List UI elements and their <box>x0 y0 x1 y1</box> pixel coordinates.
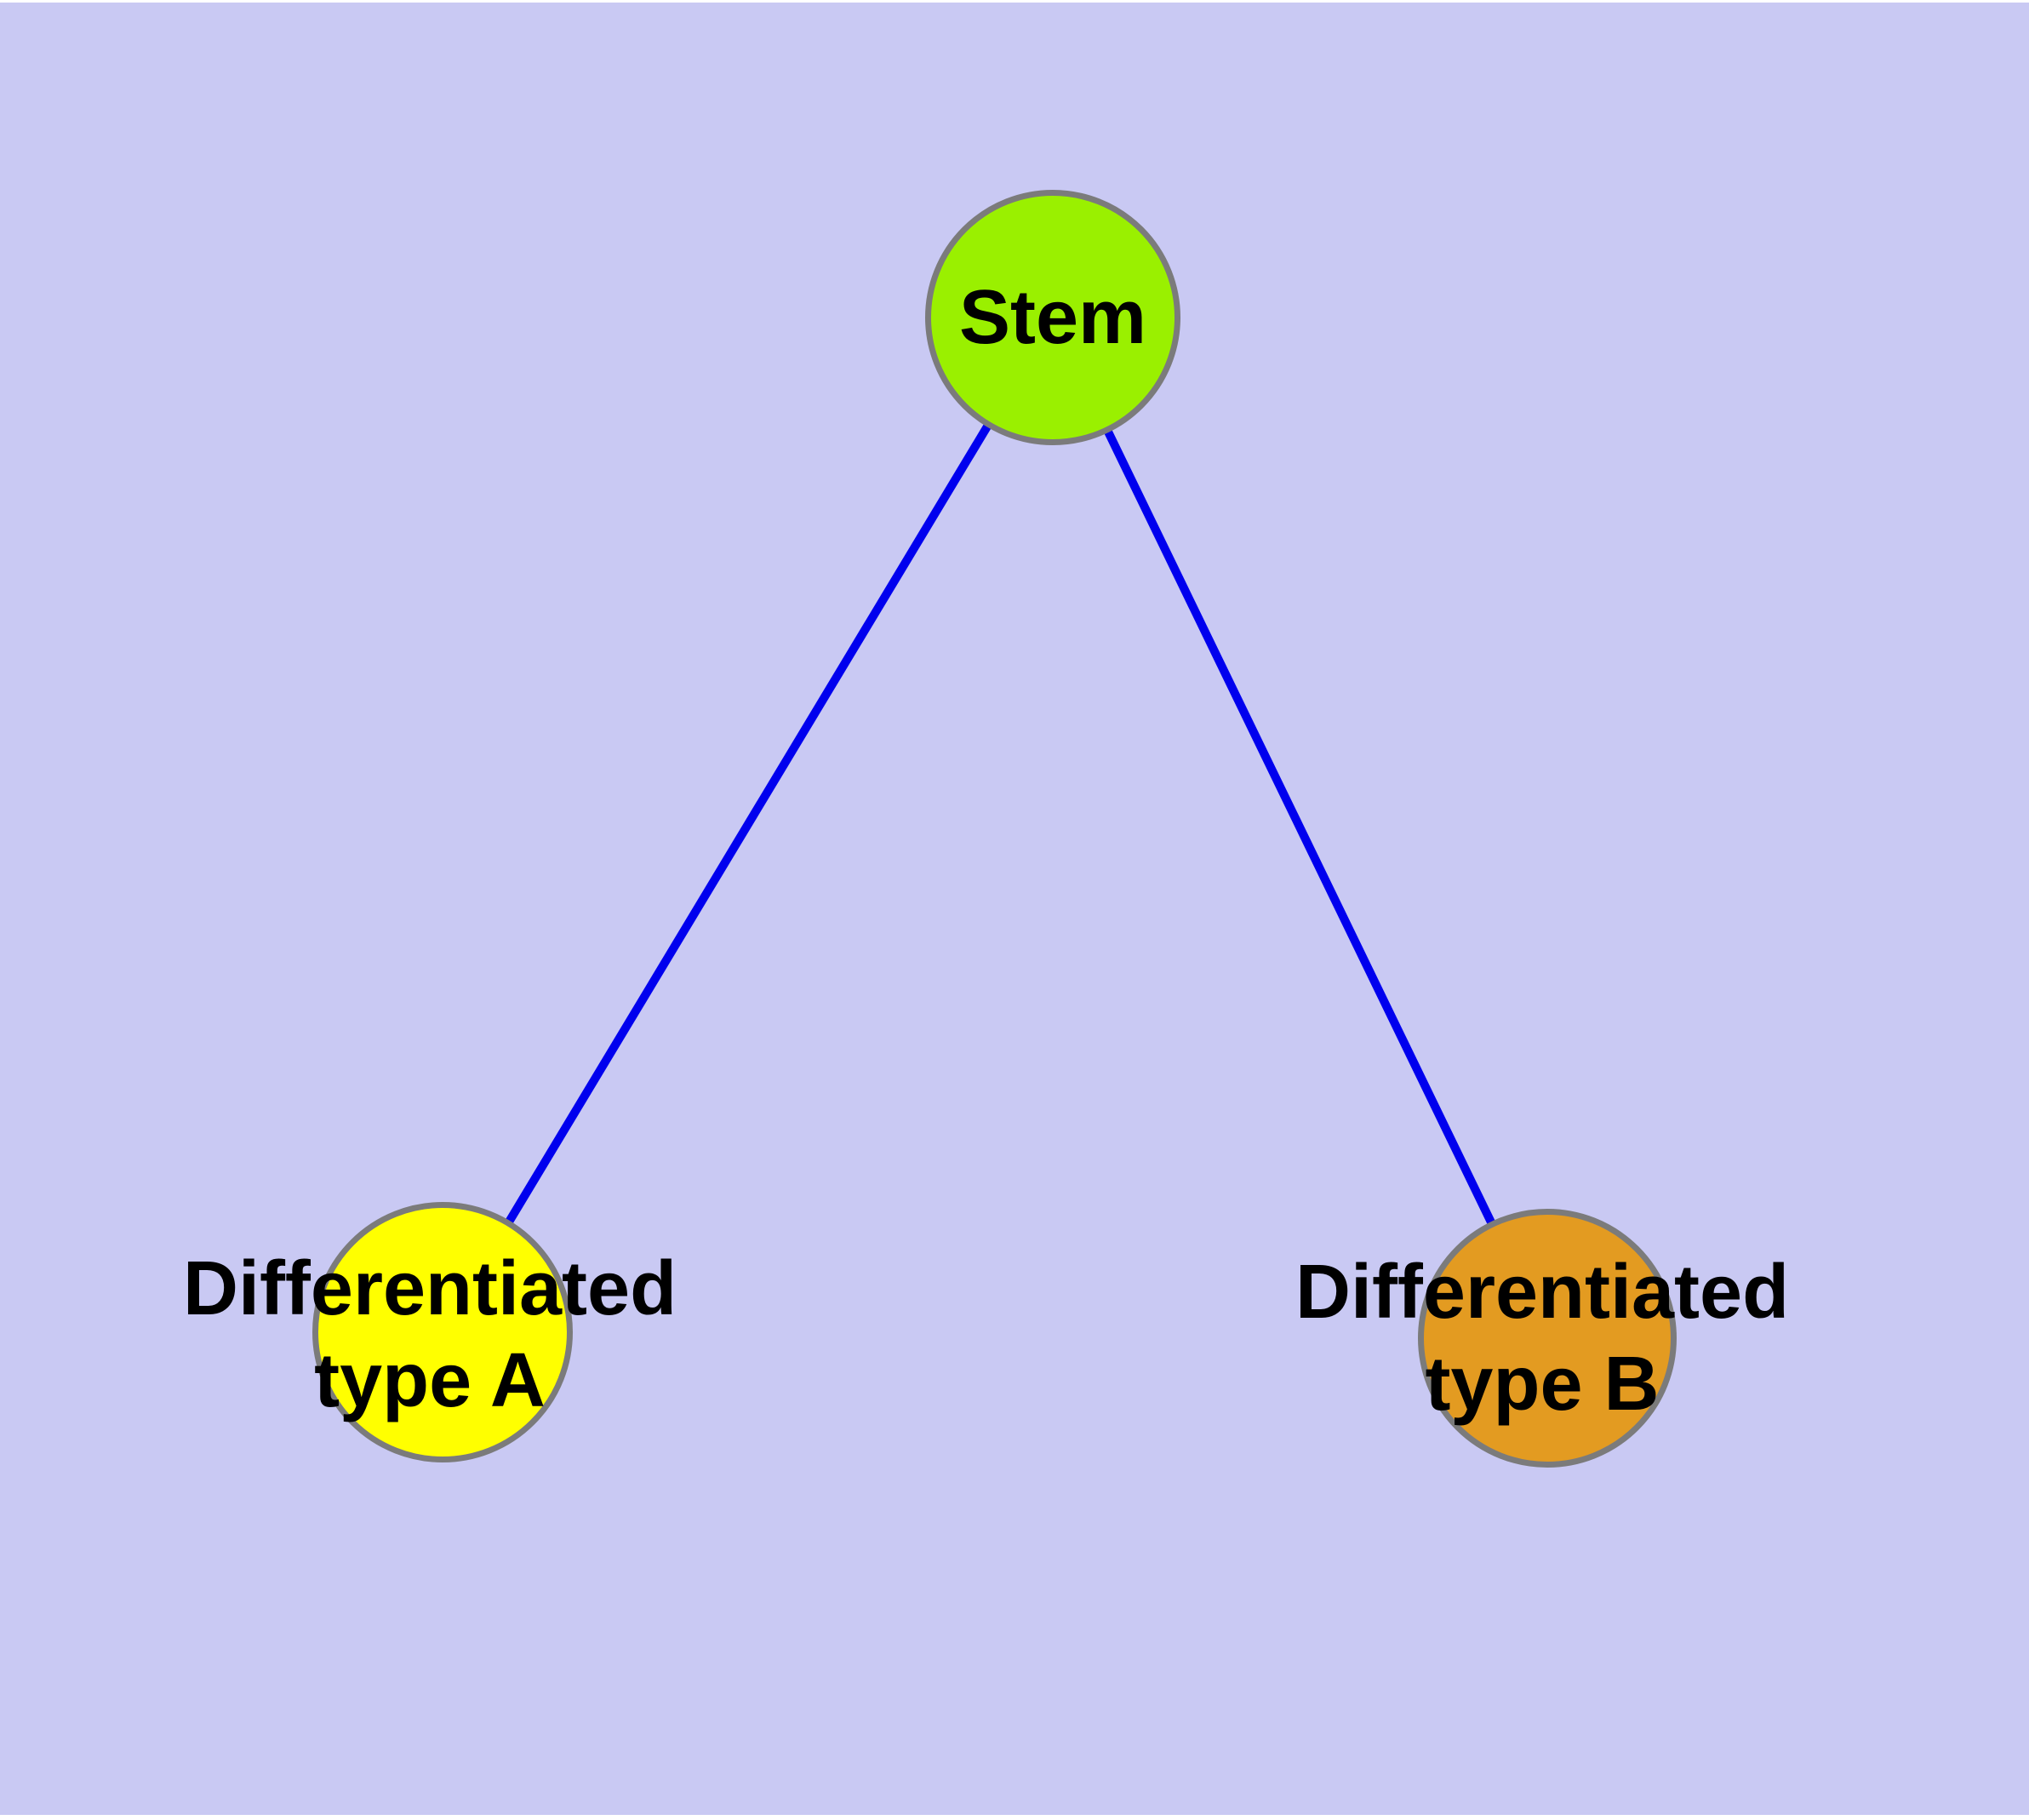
node-differentiated-type-a-label-line-2: type A <box>314 1338 546 1423</box>
node-stem-label: Stem <box>959 272 1146 363</box>
node-differentiated-type-b-label-line-1: Differentiated <box>1295 1250 1790 1335</box>
node-differentiated-type-a[interactable] <box>312 1202 573 1462</box>
node-differentiated-type-a-label-line-1: Differentiated <box>182 1246 677 1331</box>
node-differentiated-type-a-label: Differentiated type A <box>183 1243 677 1427</box>
node-stem[interactable] <box>925 190 1180 445</box>
edge-stem-to-type-b <box>1049 315 1552 1341</box>
node-differentiated-type-b-label: Differentiated type B <box>1295 1246 1789 1430</box>
node-stem-label-line: Stem <box>958 275 1147 360</box>
node-differentiated-type-b[interactable] <box>1418 1209 1677 1468</box>
edge-stem-to-type-a <box>438 315 1057 1335</box>
node-differentiated-type-b-label-line-2: type B <box>1425 1342 1660 1427</box>
